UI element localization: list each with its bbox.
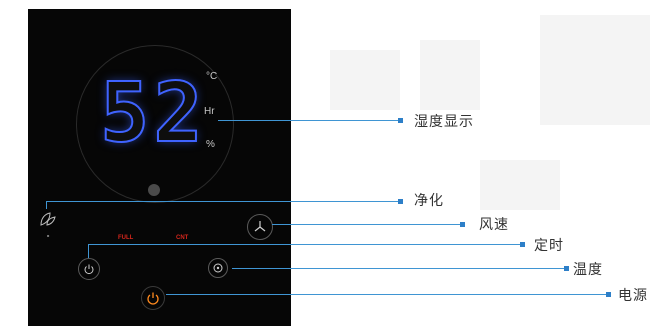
callout-fan-speed: 风速: [479, 217, 509, 233]
control-panel: 52 °C Hr % ▪ FULL CNT: [28, 9, 291, 326]
unit-hours: Hr: [204, 106, 215, 117]
background-tile: [480, 160, 560, 210]
leaf-icon: [40, 212, 56, 226]
fan-icon: [254, 221, 266, 232]
mode-full: FULL: [118, 235, 134, 241]
callout-power: 电源: [618, 288, 648, 304]
leader-line: [272, 224, 460, 225]
temperature-button[interactable]: [208, 258, 228, 278]
purify-caption: ▪: [46, 233, 50, 238]
unit-percent: %: [206, 139, 215, 150]
purify-button[interactable]: [36, 207, 60, 231]
mode-cnt: CNT: [176, 235, 189, 241]
humidity-readout: 52: [99, 66, 207, 161]
leader-line: [232, 268, 564, 269]
indicator-dot: [148, 184, 160, 196]
leader-line: [166, 294, 606, 295]
leader-line: [46, 201, 47, 209]
leader-line: [88, 244, 89, 258]
callout-marker: [564, 266, 569, 271]
callout-marker: [606, 292, 611, 297]
leader-line: [46, 201, 398, 202]
fan-speed-button[interactable]: [247, 214, 273, 240]
callout-humidity-display: 湿度显示: [414, 114, 474, 130]
background-tile: [330, 50, 400, 110]
callout-temperature: 温度: [573, 262, 603, 278]
callout-marker: [398, 199, 403, 204]
power-button[interactable]: [141, 286, 165, 310]
callout-marker: [520, 242, 525, 247]
callout-marker: [460, 222, 465, 227]
power-icon: [84, 264, 94, 275]
unit-celsius: °C: [206, 71, 218, 82]
display-ring: [76, 45, 234, 203]
power-icon: [147, 292, 159, 305]
callout-marker: [398, 118, 403, 123]
callout-timer: 定时: [534, 238, 564, 254]
background-tile: [420, 40, 480, 110]
timer-button[interactable]: [78, 258, 100, 280]
leader-line: [218, 120, 398, 121]
leader-line: [88, 244, 520, 245]
callout-purify: 净化: [414, 193, 444, 209]
temperature-icon: [213, 263, 223, 273]
background-tile: [540, 15, 650, 125]
